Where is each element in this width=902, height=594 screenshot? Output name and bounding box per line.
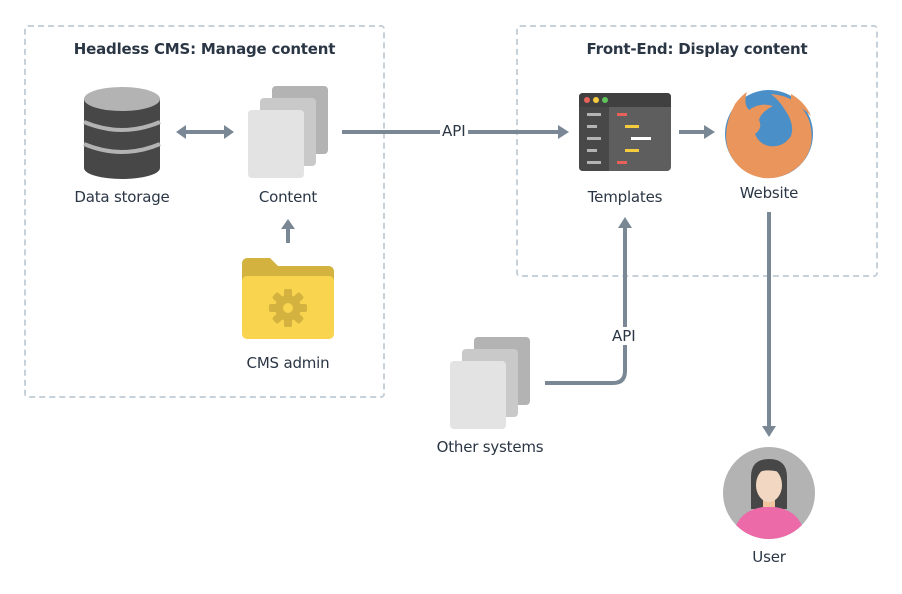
node-website (721, 84, 817, 180)
node-label-user: User (752, 548, 786, 566)
node-label-website: Website (739, 184, 799, 202)
node-label-templates: Templates (587, 188, 663, 206)
node-user (723, 447, 815, 539)
group-front-end (516, 25, 878, 277)
node-other-systems (450, 337, 532, 431)
node-label-other-systems: Other systems (436, 438, 544, 456)
arrow-templates-website (679, 125, 715, 139)
edge-label-api-content-templates: API (440, 122, 468, 140)
code-editor-window-icon (579, 93, 671, 171)
edge-label-api-other-templates: API (610, 327, 638, 345)
node-label-cms-admin: CMS admin (246, 354, 330, 372)
node-label-content: Content (258, 188, 318, 206)
node-content (248, 86, 330, 180)
node-templates (579, 93, 671, 171)
arrow-website-user (762, 212, 776, 437)
firefox-browser-icon (725, 90, 813, 179)
documents-stack-icon (450, 337, 530, 429)
node-cms-admin (242, 258, 334, 340)
documents-stack-icon (248, 86, 328, 178)
arrow-storage-content (176, 125, 234, 139)
group-title-headless-cms: Headless CMS: Manage content (73, 40, 336, 58)
node-data-storage (82, 86, 162, 180)
database-icon (83, 87, 161, 179)
folder-gear-icon (242, 258, 334, 339)
user-avatar-icon (723, 447, 815, 539)
arrow-admin-content (281, 219, 295, 243)
group-headless-cms (24, 25, 385, 398)
node-label-data-storage: Data storage (74, 188, 170, 206)
arrow-other-templates (545, 217, 632, 385)
group-title-front-end: Front-End: Display content (586, 40, 808, 58)
